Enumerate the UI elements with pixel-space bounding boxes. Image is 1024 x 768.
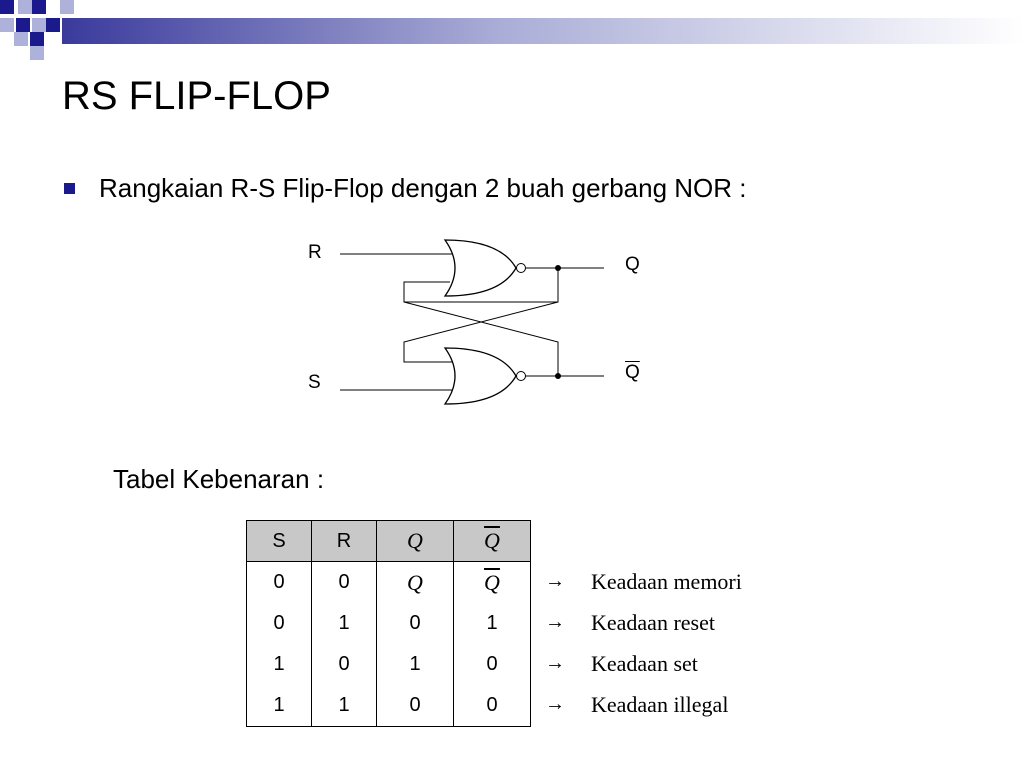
- nor-gate-bottom: [443, 347, 517, 405]
- feedback-q-wire: [403, 268, 559, 303]
- circuit-diagram: [340, 239, 604, 405]
- slide-title: RS FLIP-FLOP: [62, 74, 331, 118]
- note-text: Keadaan set: [591, 650, 698, 676]
- cell-q-bar: Q: [453, 561, 531, 603]
- cell-s: 0: [246, 603, 312, 644]
- cell-r: 1: [311, 603, 377, 644]
- cell-q: 0: [376, 603, 454, 644]
- nor-bubble-bottom: [516, 371, 526, 381]
- junction-dot-top: [555, 265, 561, 271]
- header-s: S: [246, 520, 312, 562]
- table-row: 1 1 0 0: [246, 685, 531, 727]
- truth-table: S R Q Q 0 0 Q Q 0 1 0 1 1 0 1 0 1 1 0 0: [246, 520, 531, 727]
- cell-s: 1: [246, 685, 312, 727]
- cell-q: Q: [376, 561, 454, 603]
- nor-bubble-top: [516, 263, 526, 273]
- cell-q-bar: 0: [453, 685, 531, 727]
- cell-q: 0: [376, 685, 454, 727]
- cell-r: 0: [311, 644, 377, 685]
- cell-q: 1: [376, 644, 454, 685]
- bullet-text: Rangkaian R-S Flip-Flop dengan 2 buah ge…: [99, 173, 747, 203]
- note-item: → Keadaan memori: [545, 561, 742, 602]
- right-arrow-icon: →: [545, 570, 565, 592]
- truth-table-caption: Tabel Kebenaran :: [113, 464, 325, 494]
- header-r: R: [311, 520, 377, 562]
- table-row: 0 1 0 1: [246, 603, 531, 644]
- table-row: 1 0 1 0: [246, 644, 531, 685]
- right-arrow-icon: →: [545, 611, 565, 633]
- feedback-cross-wire-2: [403, 301, 559, 376]
- right-arrow-icon: →: [545, 693, 565, 715]
- note-text: Keadaan reset: [591, 609, 715, 635]
- nor-gate-top: [443, 239, 517, 297]
- cell-s: 0: [246, 561, 312, 603]
- cell-q-bar: 0: [453, 644, 531, 685]
- label-q-bar: Q: [625, 362, 640, 383]
- cell-r: 0: [311, 561, 377, 603]
- header-q-bar: Q: [453, 520, 531, 562]
- note-item: → Keadaan set: [545, 643, 742, 684]
- note-item: → Keadaan reset: [545, 602, 742, 643]
- table-header-row: S R Q Q: [246, 520, 531, 562]
- note-item: → Keadaan illegal: [545, 684, 742, 725]
- decorative-header-pattern: [0, 0, 1024, 60]
- label-s: S: [308, 372, 321, 393]
- note-text: Keadaan illegal: [591, 691, 729, 717]
- label-q: Q: [625, 254, 640, 275]
- junction-dot-bottom: [555, 373, 561, 379]
- cell-q-bar: 1: [453, 603, 531, 644]
- right-arrow-icon: →: [545, 652, 565, 674]
- square-bullet-icon: [64, 182, 75, 194]
- state-notes: → Keadaan memori → Keadaan reset → Keada…: [545, 561, 742, 725]
- rs-flip-flop-circuit: R S Q Q: [300, 232, 660, 412]
- feedback-cross-wire-1: [403, 301, 559, 363]
- bullet-item: Rangkaian R-S Flip-Flop dengan 2 buah ge…: [64, 170, 747, 206]
- note-text: Keadaan memori: [591, 568, 742, 594]
- header-q: Q: [376, 520, 454, 562]
- table-row: 0 0 Q Q: [246, 561, 531, 603]
- label-r: R: [308, 242, 322, 263]
- cell-r: 1: [311, 685, 377, 727]
- cell-s: 1: [246, 644, 312, 685]
